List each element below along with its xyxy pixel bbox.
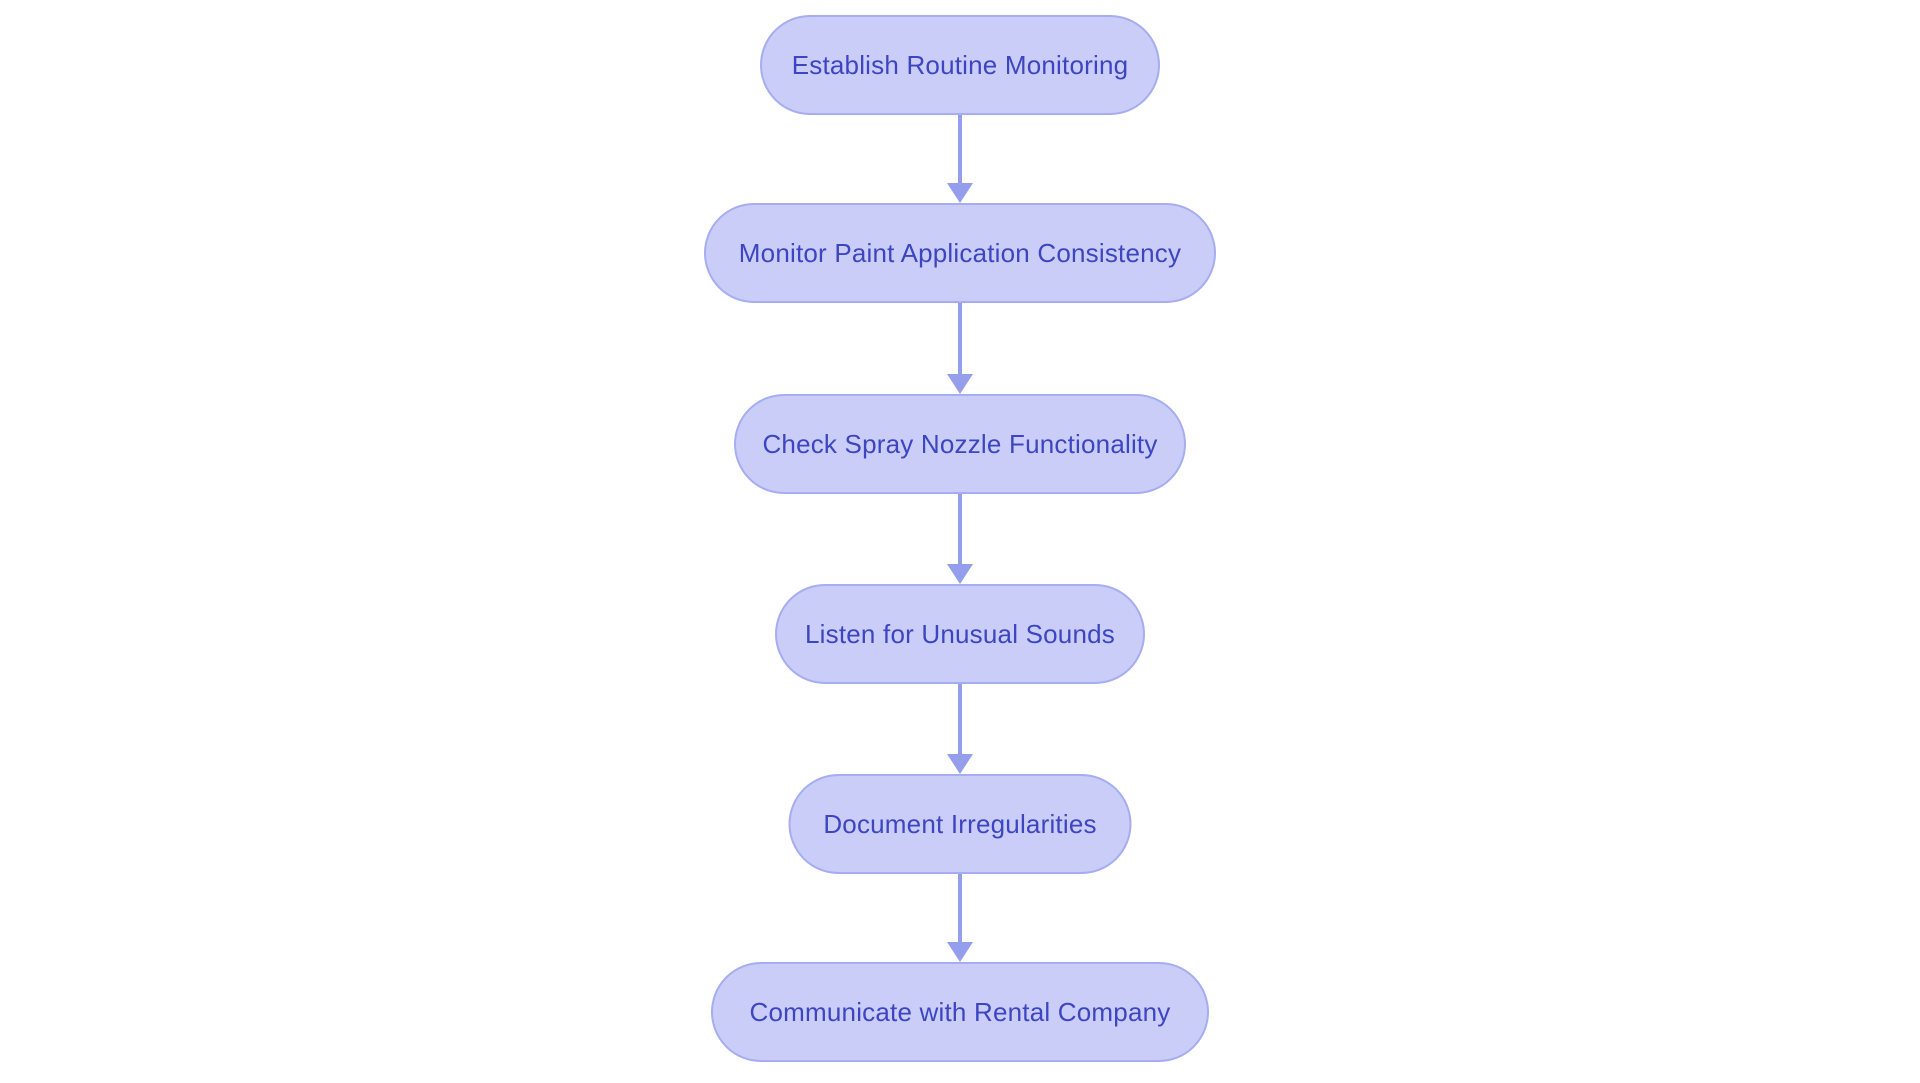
flow-arrow-stem: [958, 684, 962, 754]
flow-arrow-head-icon: [947, 754, 973, 774]
flow-arrow-head-icon: [947, 374, 973, 394]
flow-arrow-head-icon: [947, 183, 973, 203]
flow-arrow-head-icon: [947, 942, 973, 962]
flowchart-node-document-irregularities: Document Irregularities: [788, 774, 1132, 874]
node-label: Monitor Paint Application Consistency: [738, 237, 1182, 268]
flowchart-node-check-spray-nozzle: Check Spray Nozzle Functionality: [734, 394, 1186, 494]
node-label: Establish Routine Monitoring: [791, 49, 1129, 80]
flowchart-node-listen-unusual-sounds: Listen for Unusual Sounds: [775, 584, 1145, 684]
flow-arrow-stem: [958, 494, 962, 564]
node-label: Document Irregularities: [823, 808, 1097, 839]
flowchart-node-communicate-rental-company: Communicate with Rental Company: [711, 962, 1209, 1062]
node-label: Listen for Unusual Sounds: [805, 618, 1115, 649]
flowchart-node-monitor-paint-application: Monitor Paint Application Consistency: [704, 203, 1216, 303]
flow-arrow-stem: [958, 115, 962, 183]
flow-arrow-stem: [958, 874, 962, 942]
node-label: Communicate with Rental Company: [749, 996, 1171, 1027]
flowchart-node-establish-routine-monitoring: Establish Routine Monitoring: [760, 15, 1160, 115]
node-label: Check Spray Nozzle Functionality: [762, 428, 1158, 459]
flow-arrow-stem: [958, 303, 962, 374]
flow-arrow-head-icon: [947, 564, 973, 584]
